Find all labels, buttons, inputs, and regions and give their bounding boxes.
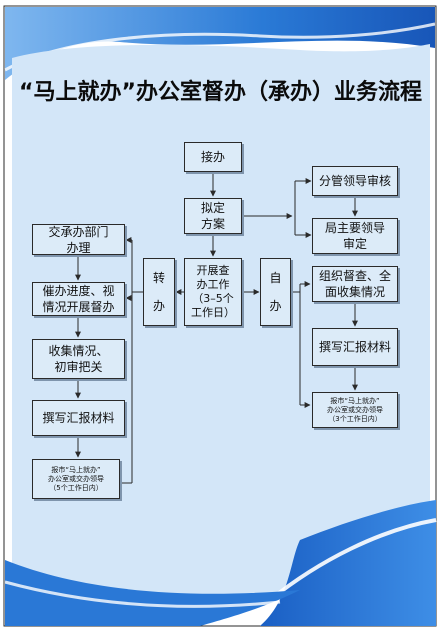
node-receive: 接办 [184, 142, 242, 172]
node-transfer-char-2: 办 [152, 299, 165, 313]
node-urge-progress: 催办进度、视 情况开展督办 [32, 282, 125, 316]
node-self-char-2: 办 [269, 299, 282, 313]
node-transfer: 转 办 [143, 258, 175, 326]
page-title: “马上就办”办公室督办（承办）业务流程 [19, 80, 422, 105]
node-write-right: 撰写汇报材料 [312, 328, 398, 366]
node-transfer-char-1: 转 [152, 271, 165, 285]
node-report-right: 报市“马上就办” 办公室或交办领导 （3个工作日内） [312, 392, 398, 428]
node-collect-left: 收集情况、 初审把关 [32, 339, 125, 379]
node-assign-dept: 交承办部门 办理 [32, 224, 125, 255]
node-self-char-1: 自 [269, 271, 282, 285]
node-investigate: 开展查 办工作 （3–5个 工作日） [184, 258, 242, 326]
node-dept-review: 分管领导审核 [312, 166, 398, 196]
node-bureau-review: 局主要领导 审定 [312, 218, 398, 254]
node-organize: 组织督查、全 面收集情况 [312, 266, 398, 302]
node-self-handle: 自 办 [260, 258, 291, 326]
node-write-left: 撰写汇报材料 [32, 400, 125, 436]
node-draft-plan: 拟定 方案 [184, 198, 242, 234]
node-report-left: 报市“马上就办” 办公室或交办领导 （5个工作日内） [32, 459, 120, 499]
